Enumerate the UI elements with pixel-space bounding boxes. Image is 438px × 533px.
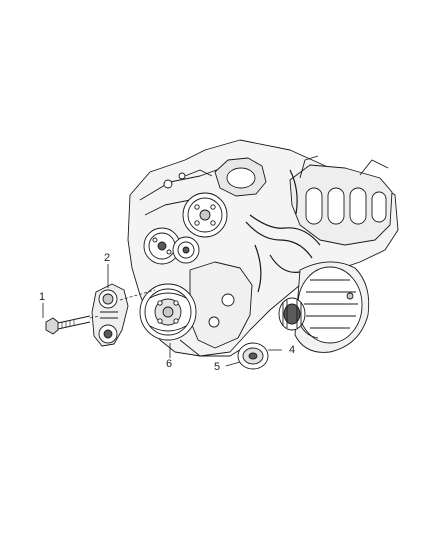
power-steering-pulley <box>182 192 228 238</box>
alternator <box>294 261 370 353</box>
callout-4: 4 <box>289 344 296 356</box>
throttle-body <box>163 157 267 197</box>
alignment-lines <box>89 289 156 319</box>
callout-6: 6 <box>166 358 173 370</box>
callout-2: 2 <box>104 252 111 264</box>
oil-pan <box>179 339 247 357</box>
crankshaft-pulley <box>139 283 197 341</box>
leader-lines <box>42 264 282 367</box>
water-pump-pulley <box>172 236 200 264</box>
engine-hoses <box>245 169 321 293</box>
callout-1: 1 <box>39 291 46 303</box>
engine-front-cover <box>189 261 253 349</box>
tensioner-bolt <box>45 315 91 335</box>
belt-tensioner <box>91 283 129 347</box>
callout-5: 5 <box>214 361 221 373</box>
alternator-pulley <box>278 297 306 331</box>
intake-manifold <box>289 155 393 246</box>
idler-pulley <box>237 342 269 370</box>
